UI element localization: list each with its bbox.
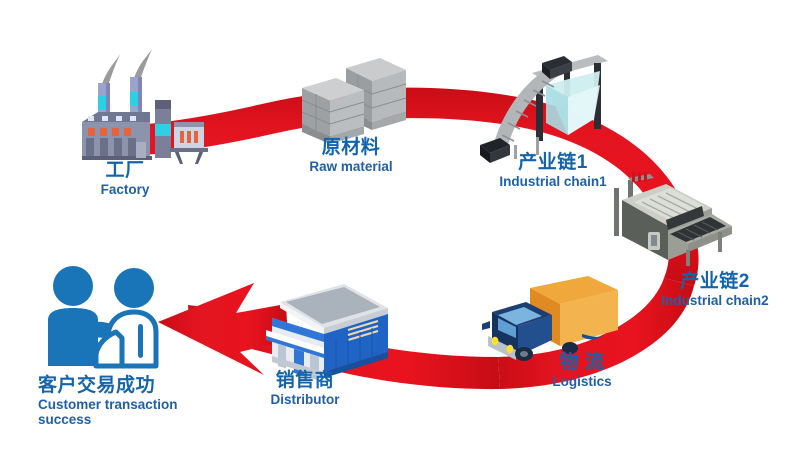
conveyor-hopper-icon bbox=[480, 55, 608, 163]
label-customer-cn: 客户交易成功 bbox=[38, 375, 156, 396]
pallet-stack-icon bbox=[301, 58, 407, 144]
label-distributor-cn: 销售商 bbox=[275, 370, 335, 391]
label-factory-cn: 工厂 bbox=[105, 160, 145, 181]
label-logistics-cn: 物 流 bbox=[559, 352, 605, 373]
factory-icon bbox=[82, 49, 208, 164]
label-logistics-en: Logistics bbox=[552, 374, 612, 390]
label-industrial-chain-2-cn: 产业链2 bbox=[680, 271, 750, 292]
label-industrial-chain-2: 产业链2 Industrial chain2 bbox=[635, 271, 789, 308]
handshake-people-icon bbox=[48, 266, 159, 369]
delivery-truck-icon bbox=[482, 276, 618, 361]
label-distributor: 销售商 Distributor bbox=[245, 370, 365, 407]
label-industrial-chain-1: 产业链1 Industrial chain1 bbox=[473, 152, 633, 189]
label-raw-material-cn: 原材料 bbox=[321, 137, 381, 158]
label-customer-en: Customer transaction success bbox=[38, 397, 178, 428]
label-factory-en: Factory bbox=[100, 182, 150, 198]
label-industrial-chain-1-en: Industrial chain1 bbox=[499, 174, 607, 190]
label-raw-material-en: Raw material bbox=[309, 159, 393, 175]
label-industrial-chain-1-cn: 产业链1 bbox=[518, 152, 588, 173]
label-raw-material: 原材料 Raw material bbox=[281, 137, 421, 174]
label-factory: 工厂 Factory bbox=[75, 160, 175, 197]
label-customer: 客户交易成功 Customer transaction success bbox=[38, 375, 178, 427]
processing-machine-icon bbox=[614, 172, 732, 266]
label-industrial-chain-2-en: Industrial chain2 bbox=[661, 293, 769, 309]
label-logistics: 物 流 Logistics bbox=[522, 352, 642, 389]
store-building-icon bbox=[266, 284, 388, 381]
label-distributor-en: Distributor bbox=[270, 392, 340, 408]
